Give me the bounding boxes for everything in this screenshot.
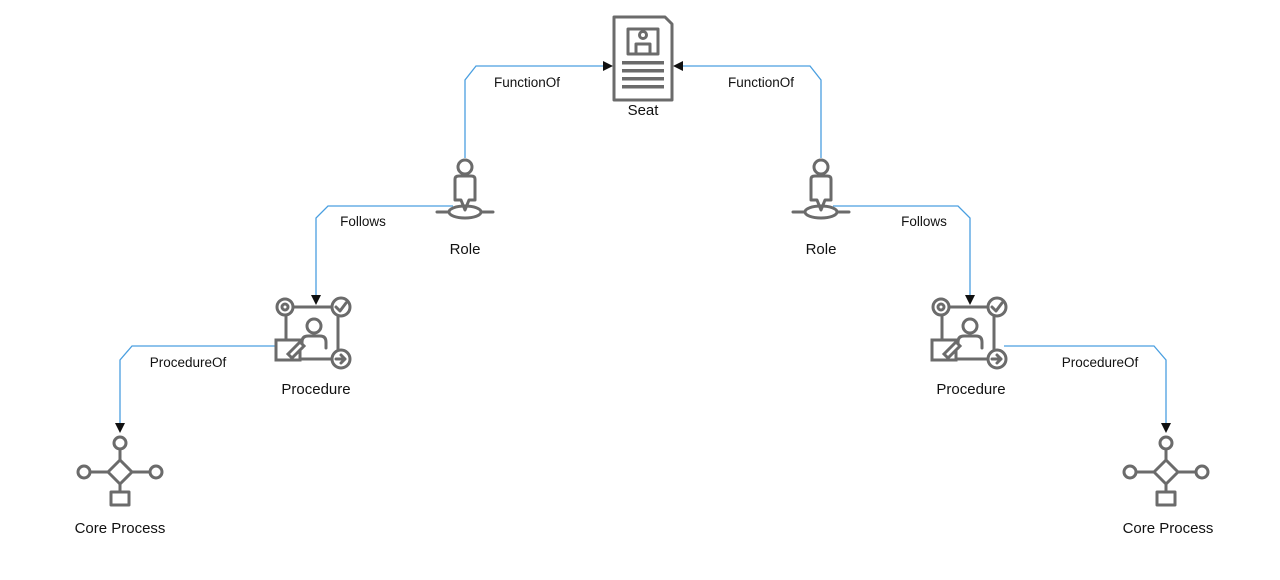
seat-document-icon xyxy=(612,15,674,102)
node-label-procedure-left: Procedure xyxy=(281,381,350,398)
procedure-icon xyxy=(930,296,1008,370)
arrowhead-icon xyxy=(965,295,975,305)
edge-label-follows-right: Follows xyxy=(901,214,947,229)
arrowhead-icon xyxy=(1161,423,1171,433)
edge-label-function-of-left: FunctionOf xyxy=(494,75,560,90)
node-label-core-right: Core Process xyxy=(1123,520,1214,537)
core-process-icon xyxy=(1122,435,1210,507)
edge-procedure-of-right: ProcedureOf xyxy=(1004,345,1171,433)
arrowhead-icon xyxy=(603,61,613,71)
node-role-right[interactable]: Role xyxy=(791,158,851,258)
node-seat[interactable]: Seat xyxy=(612,15,674,119)
arrowhead-icon xyxy=(115,423,125,433)
edge-follows-left: Follows xyxy=(311,205,453,305)
edge-label-procedure-of-right: ProcedureOf xyxy=(1062,355,1139,370)
edge-follows-right: Follows xyxy=(833,205,975,305)
node-core-process-right[interactable]: Core Process xyxy=(1122,435,1214,537)
node-procedure-right[interactable]: Procedure xyxy=(930,296,1008,398)
edge-label-function-of-right: FunctionOf xyxy=(728,75,794,90)
role-person-icon xyxy=(435,158,495,220)
node-core-process-left[interactable]: Core Process xyxy=(75,435,166,537)
node-label-seat: Seat xyxy=(628,102,660,119)
node-label-role-right: Role xyxy=(806,241,837,258)
arrowhead-icon xyxy=(311,295,321,305)
core-process-icon xyxy=(76,435,164,507)
procedure-icon xyxy=(274,296,352,370)
edge-procedure-of-left: ProcedureOf xyxy=(115,345,276,433)
arrowhead-icon xyxy=(673,61,683,71)
edge-function-of-left: FunctionOf xyxy=(464,61,613,158)
node-label-procedure-right: Procedure xyxy=(936,381,1005,398)
node-role-left[interactable]: Role xyxy=(435,158,495,258)
node-label-role-left: Role xyxy=(450,241,481,258)
edge-label-follows-left: Follows xyxy=(340,214,386,229)
node-procedure-left[interactable]: Procedure xyxy=(274,296,352,398)
edge-function-of-right: FunctionOf xyxy=(673,61,822,158)
edge-label-procedure-of-left: ProcedureOf xyxy=(150,355,227,370)
node-label-core-left: Core Process xyxy=(75,520,166,537)
role-person-icon xyxy=(791,158,851,220)
